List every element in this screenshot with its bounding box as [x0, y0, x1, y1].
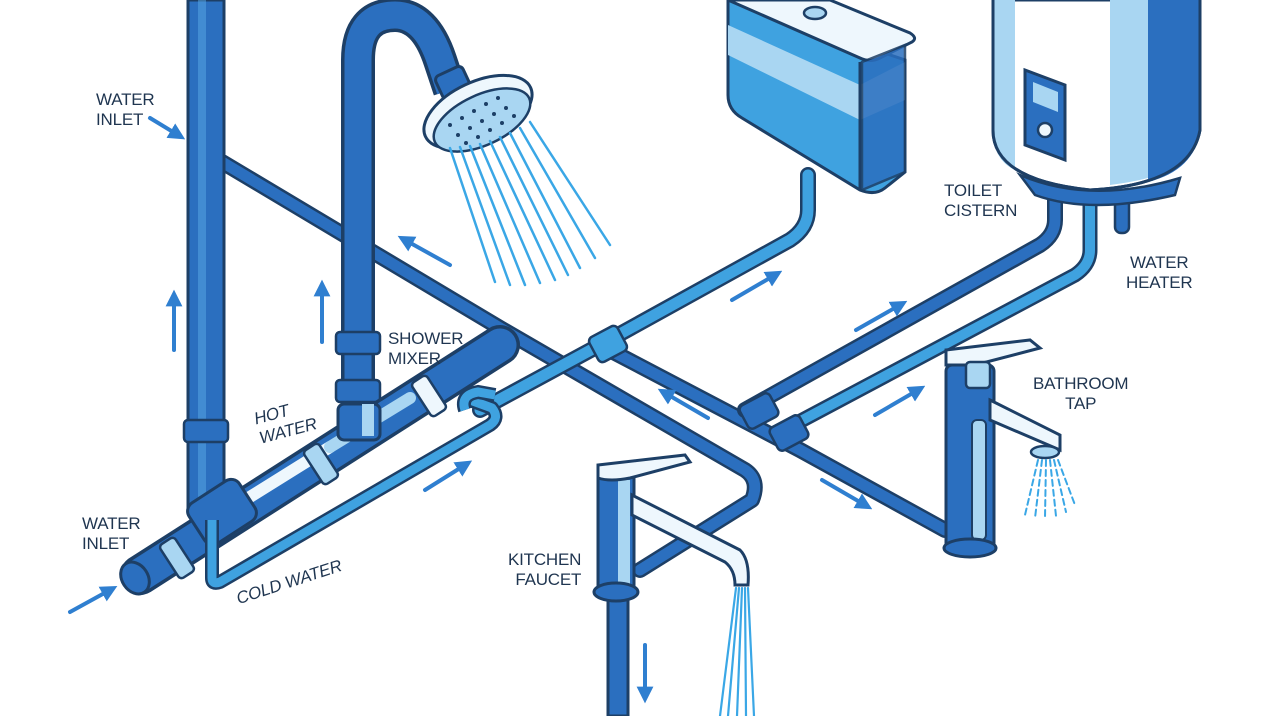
bathroom-tap-spray — [1024, 459, 1076, 519]
arrow-return-icon — [657, 388, 710, 420]
left-riser-pipe — [182, 0, 230, 512]
label-water-inlet-top: WATER INLET — [96, 90, 155, 129]
hot-water-pipe — [119, 325, 520, 596]
arrow-to-shower-icon — [397, 235, 452, 267]
bathroom-tap — [942, 338, 1062, 559]
arrow-to-cistern-icon — [730, 270, 783, 302]
toilet-cistern — [726, 0, 917, 195]
cold-water-pipe — [205, 384, 503, 590]
arrow-inlet-bottom-icon — [68, 585, 118, 614]
cistern-supply-pipe — [472, 167, 816, 418]
arrow-to-tap-icon — [873, 385, 926, 417]
kitchen-faucet-spray — [718, 586, 756, 716]
label-shower-mixer: SHOWER MIXER — [388, 329, 464, 368]
label-water-inlet-bottom: WATER INLET — [82, 514, 141, 553]
heater-pipes — [737, 192, 1131, 452]
label-water-heater: WATER HEATER — [1126, 253, 1193, 292]
tap-supply-pipe — [592, 337, 953, 538]
arrow-faucet-branch-icon — [820, 478, 873, 510]
flow-arrows — [68, 116, 926, 704]
label-bathroom-tap: BATHROOM TAP — [1033, 374, 1129, 413]
arrow-inlet-top-icon — [148, 116, 186, 140]
arrow-to-heater-icon — [854, 300, 908, 332]
arrow-cold-line-icon — [423, 460, 473, 492]
main-diagonal-pipe — [214, 154, 763, 578]
shower-spray — [448, 120, 612, 287]
kitchen-faucet — [592, 453, 750, 716]
label-toilet-cistern: TOILET CISTERN — [944, 181, 1018, 220]
label-kitchen-faucet: KITCHEN FAUCET — [508, 550, 582, 589]
shower-head — [422, 65, 534, 153]
shower-riser — [334, 0, 467, 420]
water-heater — [991, 0, 1202, 207]
